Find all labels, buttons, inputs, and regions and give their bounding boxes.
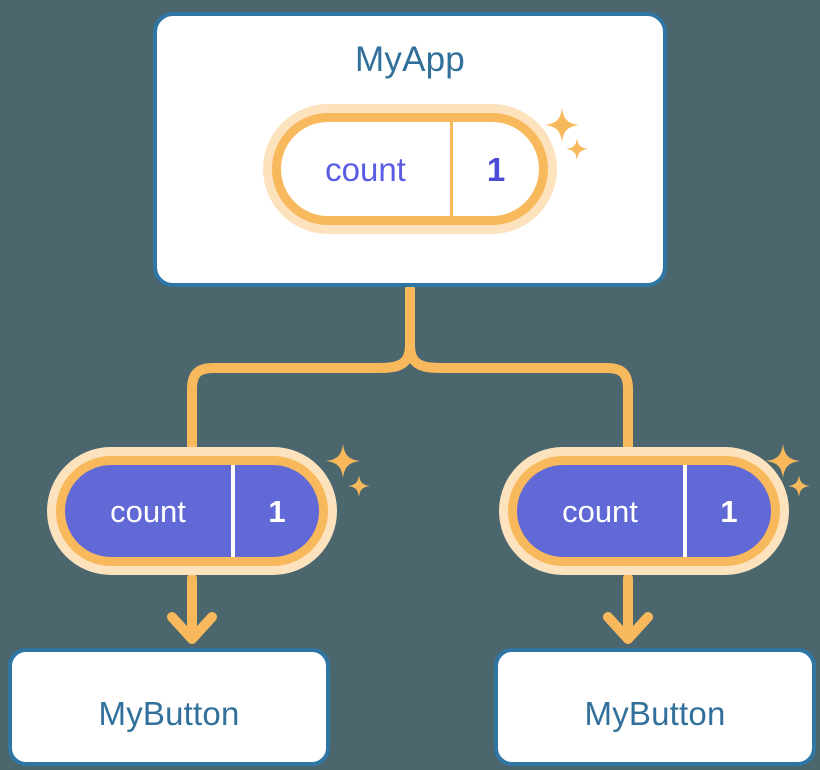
state-pill-key: count: [65, 465, 235, 557]
state-pill-value: 1: [720, 493, 738, 529]
state-pill-body: count 1: [56, 456, 328, 566]
state-pill-body: count 1: [272, 113, 548, 225]
sparkle-small-icon: [788, 475, 810, 497]
component-title: MyButton: [98, 694, 240, 732]
page-title: MyApp: [355, 40, 465, 79]
state-pill-value: 1: [268, 493, 286, 529]
state-pill-value: 1: [486, 150, 506, 188]
state-pill-right[interactable]: count 1: [508, 456, 780, 566]
component-card-mybutton-right[interactable]: MyButton: [494, 648, 816, 766]
arrow-head-left: [167, 612, 217, 644]
sparkle-large-icon: [326, 444, 360, 478]
component-title: MyButton: [584, 694, 726, 732]
component-card-mybutton-left[interactable]: MyButton: [8, 648, 330, 766]
state-pill-left[interactable]: count 1: [56, 456, 328, 566]
state-pill-body: count 1: [508, 456, 780, 566]
arrow-head-right: [603, 612, 653, 644]
sparkle-small-icon: [348, 475, 370, 497]
state-pill-key: count: [517, 465, 687, 557]
connector-fork-right: [405, 340, 633, 460]
state-pill-key: count: [281, 122, 453, 216]
state-pill-myapp[interactable]: count 1: [272, 113, 548, 225]
connector-fork-left: [187, 340, 415, 460]
